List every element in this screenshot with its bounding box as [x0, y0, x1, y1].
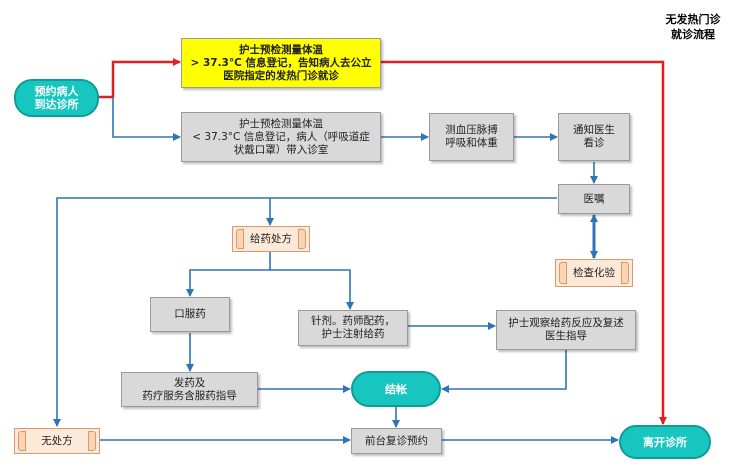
node-vitals: 测血压脉搏 呼吸和体重	[429, 113, 514, 161]
node-doctor-orders: 医嘱	[558, 184, 630, 214]
node-no-prescription: 无处方	[14, 428, 100, 454]
edge-prescription-branch	[186, 251, 271, 297]
edge-orders-to-no-prescription	[53, 197, 557, 427]
node-dispense: 发药及 药疗服务含服药指导	[121, 372, 258, 407]
node-notify-doctor: 通知医生 看诊	[558, 113, 630, 161]
edge-prescription-to-injection	[270, 269, 354, 310]
edge-observe-to-checkout	[441, 350, 567, 393]
node-front-desk: 前台复诊预约	[351, 428, 442, 454]
node-normal-check: 护士预检测量体温 < 37.3°C 信息登记，病人（呼吸道症 状戴口罩）带入诊室	[181, 112, 381, 162]
node-nurse-observe: 护士观察给药反应及复述 医生指导	[496, 310, 636, 350]
edge-fever-check-to-leave	[381, 60, 667, 425]
node-prescription: 给药处方	[232, 226, 310, 252]
node-lab-test: 检查化验	[555, 259, 633, 287]
node-fever-check: 护士预检测量体温 > 37.3°C 信息登记，告知病人去公立 医院指定的发热门诊…	[181, 38, 381, 88]
edge-arrival-to-fever-check	[98, 58, 181, 99]
node-checkout: 结帐	[351, 371, 441, 407]
node-injection: 针剂。药师配药， 护士注射给药	[298, 310, 408, 346]
node-arrival: 预约病人 到达诊所	[14, 79, 99, 117]
diagram-title: 无发热门诊 就诊流程	[665, 13, 721, 41]
node-oral-drug: 口服药	[150, 297, 230, 332]
edge-arrival-to-normal-check	[112, 97, 181, 141]
node-leave: 离开诊所	[619, 425, 711, 459]
